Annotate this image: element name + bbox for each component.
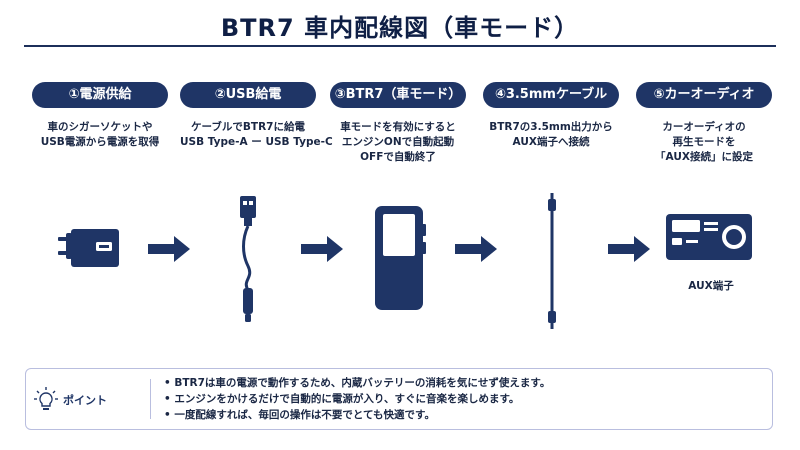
step-power-supply: ①電源供給 車のシガーソケットや USB電源から電源を取得 xyxy=(32,82,168,150)
step-label: ④3.5mmケーブル xyxy=(483,82,619,108)
step-35mm-cable: ④3.5mmケーブル BTR7の3.5mm出力から AUX端子へ接続 xyxy=(483,82,619,150)
step-usb-power: ②USB給電 ケーブルでBTR7に給電 USB Type-A ー USB Typ… xyxy=(180,82,333,150)
flow-arrow-icon xyxy=(301,236,343,262)
audio-cable-icon xyxy=(548,193,556,329)
points-label: ポイント xyxy=(63,394,107,407)
aux-port-caption: AUX端子 xyxy=(688,280,734,292)
points-list: BTR7は車の電源で動作するため、内蔵バッテリーの消耗を気にせず使えます。 エン… xyxy=(164,375,550,423)
step-label: ③BTR7（車モード） xyxy=(330,82,466,108)
step-btr7-car-mode: ③BTR7（車モード） 車モードを有効にすると エンジンONで自動起動 OFFで… xyxy=(330,82,466,165)
car-audio-icon xyxy=(666,214,752,260)
flow-arrow-icon xyxy=(148,236,190,262)
list-item: BTR7は車の電源で動作するため、内蔵バッテリーの消耗を気にせず使えます。 xyxy=(164,375,550,391)
step-description: BTR7の3.5mm出力から AUX端子へ接続 xyxy=(489,121,613,148)
title-underline xyxy=(24,45,776,47)
step-label: ⑤カーオーディオ xyxy=(636,82,772,108)
btr7-device-icon xyxy=(375,206,426,310)
list-item: 一度配線すれば、毎回の操作は不要でとても快適です。 xyxy=(164,407,550,423)
points-box: ポイント BTR7は車の電源で動作するため、内蔵バッテリーの消耗を気にせず使えま… xyxy=(25,368,773,430)
flow-arrow-icon xyxy=(608,236,650,262)
points-divider xyxy=(150,379,151,419)
step-label: ①電源供給 xyxy=(32,82,168,108)
step-description: カーオーディオの 再生モードを 「AUX接続」に設定 xyxy=(655,121,753,163)
step-description: 車のシガーソケットや USB電源から電源を取得 xyxy=(40,121,160,148)
usb-cable-icon xyxy=(240,196,256,322)
step-car-audio: ⑤カーオーディオ カーオーディオの 再生モードを 「AUX接続」に設定 xyxy=(636,82,772,165)
step-description: 車モードを有効にすると エンジンONで自動起動 OFFで自動終了 xyxy=(340,121,456,163)
diagram-title: BTR7 車内配線図（車モード） xyxy=(220,14,580,42)
step-label: ②USB給電 xyxy=(180,82,316,108)
usb-power-adapter-icon xyxy=(58,229,119,267)
list-item: エンジンをかけるだけで自動的に電源が入り、すぐに音楽を楽しめます。 xyxy=(164,391,550,407)
flow-arrow-icon xyxy=(455,236,497,262)
step-description: ケーブルでBTR7に給電 USB Type-A ー USB Type-C xyxy=(180,121,333,148)
lightbulb-icon xyxy=(34,387,58,410)
